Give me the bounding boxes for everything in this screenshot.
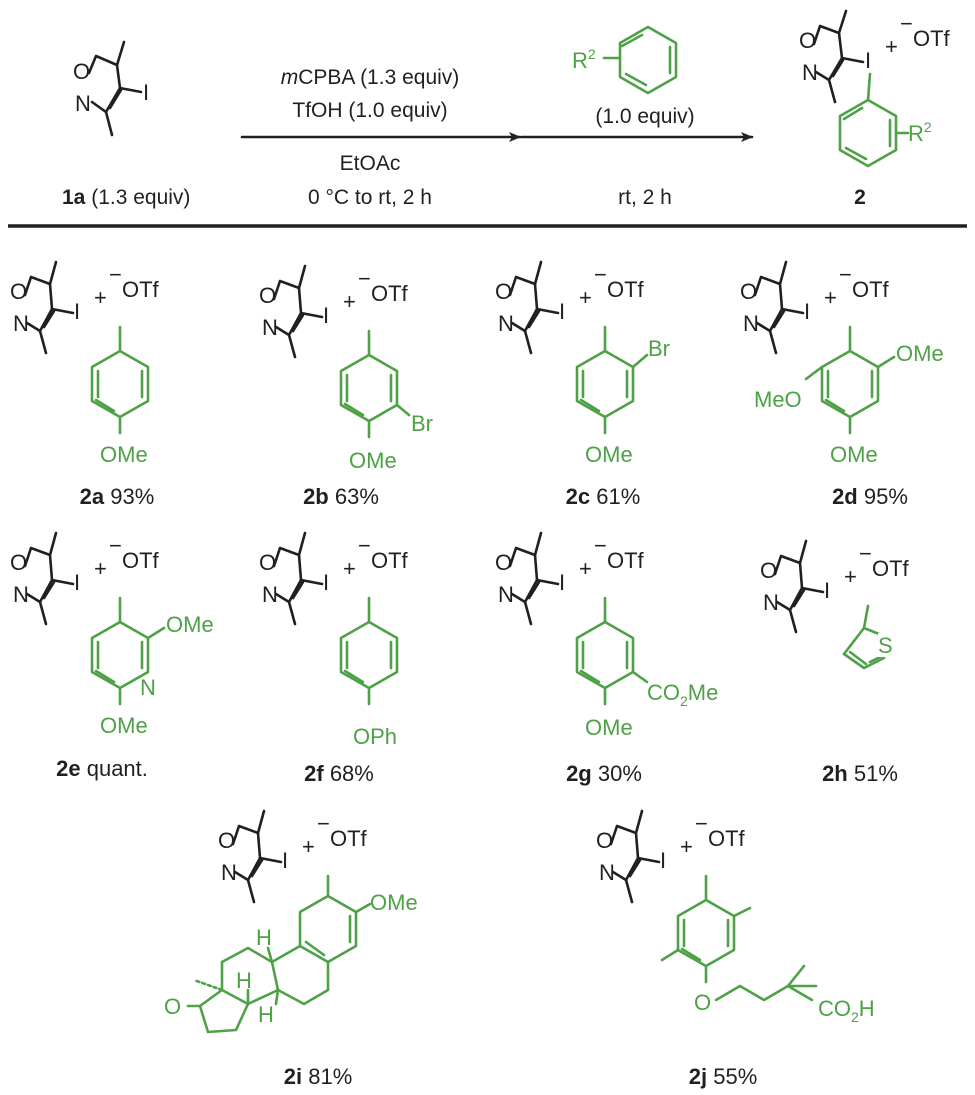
reactant-label: 1a (1.3 equiv) (62, 186, 190, 209)
svg-text:H: H (258, 1002, 274, 1027)
label-2i: 2i 81% (284, 1064, 353, 1089)
product-2h: S (758, 539, 911, 670)
svg-text:rt, 2 h: rt, 2 h (618, 186, 672, 209)
svg-text:S: S (878, 633, 893, 658)
product-2c: Br OMe (493, 260, 670, 467)
svg-text:Br: Br (648, 336, 670, 361)
product-2f: OPh (257, 531, 410, 749)
product-label: 2 (854, 186, 866, 209)
starting-material-1a: O N I (73, 40, 149, 137)
arene-reagent: R2 (1.0 equiv) rt, 2 h (572, 25, 695, 209)
label-2g: 2g 30% (566, 761, 642, 786)
product-2e: N OMe OMe (8, 531, 214, 738)
product-2a: OMe (8, 260, 161, 467)
label-2b: 2b 63% (303, 484, 379, 509)
svg-text:OMe: OMe (896, 341, 944, 366)
general-product-2: O N I + OTf − R2 (799, 9, 951, 168)
svg-text:0 °C to rt, 2 h: 0 °C to rt, 2 h (308, 186, 432, 209)
svg-text:OMe: OMe (166, 612, 214, 637)
svg-text:O: O (164, 994, 181, 1019)
svg-text:MeO: MeO (754, 387, 802, 412)
svg-text:EtOAc: EtOAc (340, 152, 401, 175)
svg-text:OPh: OPh (353, 724, 397, 749)
svg-text:CO2H: CO2H (818, 996, 875, 1025)
step1-conditions: mCPBA (1.3 equiv) TfOH (1.0 equiv) EtOAc… (281, 66, 460, 209)
svg-text:Br: Br (411, 411, 433, 436)
svg-text:−: − (900, 11, 913, 36)
svg-text:CO2Me: CO2Me (647, 680, 718, 709)
svg-text:mCPBA (1.3 equiv): mCPBA (1.3 equiv) (281, 66, 460, 89)
label-2f: 2f 68% (304, 761, 374, 786)
svg-text:I: I (865, 48, 871, 73)
svg-text:OMe: OMe (349, 448, 397, 473)
product-2d: OMe MeO OMe (738, 260, 944, 467)
svg-text:OTf: OTf (913, 26, 951, 51)
svg-text:I: I (143, 80, 149, 105)
label-2d: 2d 95% (832, 484, 908, 509)
svg-text:(1.0 equiv): (1.0 equiv) (595, 105, 694, 128)
product-2g: CO2Me OMe (493, 531, 718, 740)
svg-text:H: H (236, 968, 252, 993)
svg-text:OMe: OMe (100, 713, 148, 738)
product-2b: Br OMe (257, 264, 433, 473)
svg-text:H: H (256, 925, 272, 950)
svg-text:N: N (75, 91, 91, 116)
label-2c: 2c 61% (566, 484, 641, 509)
label-2a: 2a 93% (80, 484, 155, 509)
svg-text:OMe: OMe (370, 890, 418, 915)
svg-text:OMe: OMe (585, 715, 633, 740)
svg-text:R2: R2 (908, 119, 932, 146)
label-2j: 2j 55% (689, 1064, 758, 1089)
svg-text:TfOH (1.0 equiv): TfOH (1.0 equiv) (292, 99, 447, 122)
svg-text:O: O (799, 28, 816, 53)
svg-text:N: N (140, 675, 156, 700)
product-2j: O CO2H (594, 809, 875, 1025)
svg-text:OMe: OMe (585, 442, 633, 467)
svg-text:O: O (73, 59, 90, 84)
svg-text:+: + (885, 34, 898, 59)
product-2i: OMe O H H H (164, 809, 418, 1034)
svg-text:O: O (694, 990, 711, 1015)
svg-text:OMe: OMe (100, 442, 148, 467)
label-2h: 2h 51% (822, 761, 898, 786)
label-2e: 2e quant. (56, 756, 148, 781)
svg-text:R2: R2 (572, 46, 596, 73)
svg-text:OMe: OMe (830, 442, 878, 467)
svg-text:N: N (802, 60, 818, 85)
